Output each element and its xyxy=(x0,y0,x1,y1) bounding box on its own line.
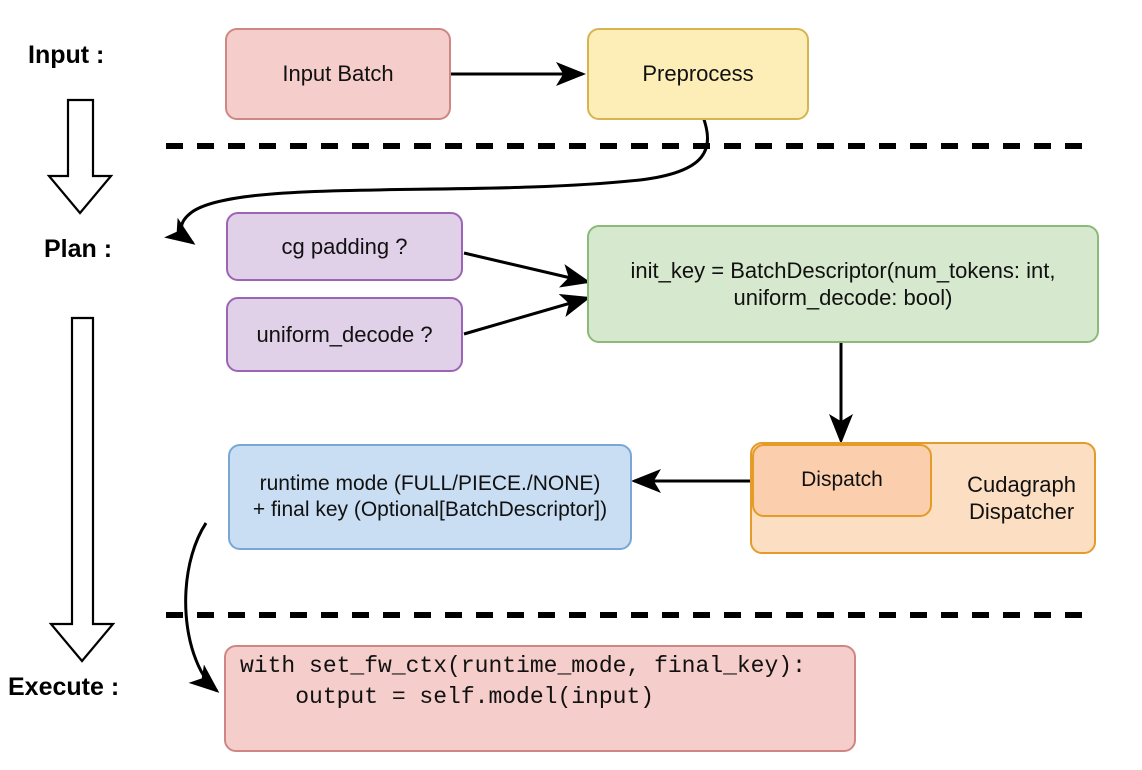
node-cg-padding[interactable]: cg padding ? xyxy=(226,212,463,281)
plan-to-execute-arrow xyxy=(48,316,116,663)
node-init-key-line2: uniform_decode: bool) xyxy=(733,285,953,310)
edge-uniform-decode-to-init-key xyxy=(463,294,591,336)
node-execute-code[interactable]: with set_fw_ctx(runtime_mode, final_key)… xyxy=(224,645,856,752)
node-init-key[interactable]: init_key = BatchDescriptor(num_tokens: i… xyxy=(587,225,1099,343)
node-preprocess[interactable]: Preprocess xyxy=(587,28,809,120)
node-cg-padding-label: cg padding ? xyxy=(281,233,408,259)
edge-runtime-mode-to-execute-code xyxy=(184,522,220,693)
node-dispatch[interactable]: Dispatch xyxy=(752,444,932,517)
node-dispatch-label: Dispatch xyxy=(801,468,883,492)
node-runtime-mode-line2: + final key (Optional[BatchDescriptor]) xyxy=(252,498,608,521)
node-cudagraph-dispatcher-label: Cudagraph Dispatcher xyxy=(967,471,1076,525)
edge-cg-padding-to-init-key xyxy=(463,251,591,288)
execute-code-line1: with set_fw_ctx(runtime_mode, final_key)… xyxy=(240,653,806,679)
stage-label-input: Input : xyxy=(28,41,105,69)
node-uniform-decode-label: uniform_decode ? xyxy=(256,321,433,347)
stage-label-plan: Plan : xyxy=(44,235,113,263)
node-input-batch-label: Input Batch xyxy=(282,61,394,87)
stage-label-execute: Execute : xyxy=(8,673,120,701)
node-uniform-decode[interactable]: uniform_decode ? xyxy=(226,297,463,372)
input-to-plan-arrow xyxy=(46,98,114,215)
node-runtime-mode-line1: runtime mode (FULL/PIECE./NONE) xyxy=(259,471,601,495)
node-runtime-mode[interactable]: runtime mode (FULL/PIECE./NONE) + final … xyxy=(228,444,632,550)
node-init-key-line1: init_key = BatchDescriptor(num_tokens: i… xyxy=(630,257,1056,283)
node-input-batch[interactable]: Input Batch xyxy=(225,28,451,120)
node-preprocess-label: Preprocess xyxy=(642,61,754,87)
execute-code-line2: output = self.model(input) xyxy=(240,684,655,711)
